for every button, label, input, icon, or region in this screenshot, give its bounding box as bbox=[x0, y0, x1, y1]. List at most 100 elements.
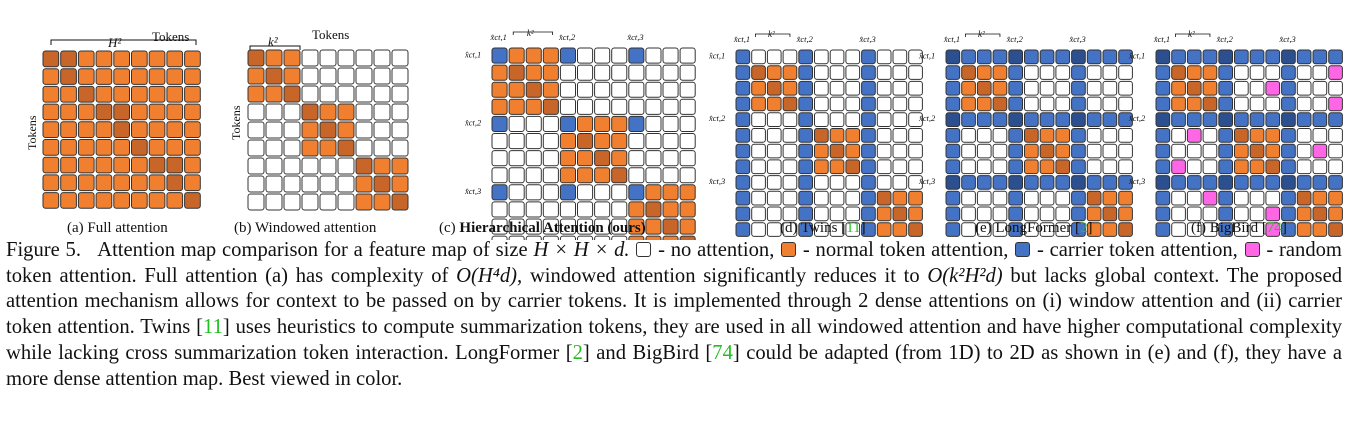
attention-cell bbox=[1202, 112, 1218, 128]
attention-cell bbox=[247, 121, 265, 139]
attention-cell bbox=[1155, 96, 1171, 112]
legend-swatch-normal bbox=[781, 242, 797, 257]
attention-cell bbox=[1155, 222, 1171, 237]
attention-cell bbox=[1055, 128, 1071, 143]
legend-carrier-text: - carrier token attention, bbox=[1036, 239, 1238, 261]
attention-cell bbox=[766, 112, 782, 128]
attention-cell bbox=[751, 206, 766, 222]
carrier-token-label: x̂ct,2 bbox=[708, 113, 726, 123]
attention-cell bbox=[766, 128, 782, 143]
attention-cell bbox=[1265, 222, 1281, 237]
attention-cell bbox=[95, 103, 113, 121]
attention-cell bbox=[1234, 96, 1249, 112]
attention-cell bbox=[961, 49, 976, 65]
attention-cell bbox=[751, 159, 766, 175]
attention-cell bbox=[1281, 175, 1296, 190]
attention-cell bbox=[829, 175, 845, 190]
attention-cell bbox=[1234, 190, 1249, 206]
attention-cell bbox=[1102, 112, 1118, 128]
attention-cell bbox=[373, 121, 391, 139]
citation-link[interactable]: 74 bbox=[712, 341, 733, 364]
attention-cell bbox=[77, 174, 95, 192]
attention-cell bbox=[1328, 128, 1343, 143]
attention-cell bbox=[645, 98, 662, 115]
attention-cell bbox=[577, 115, 594, 133]
attention-cell bbox=[1249, 190, 1265, 206]
attention-cell bbox=[148, 192, 166, 209]
attention-cell bbox=[861, 190, 876, 206]
attention-cell bbox=[861, 128, 876, 143]
attention-cell bbox=[976, 206, 992, 222]
citation-link[interactable]: 11 bbox=[846, 220, 860, 236]
citation-link[interactable]: 74 bbox=[1267, 220, 1283, 236]
attention-cell bbox=[355, 85, 373, 103]
attention-cell bbox=[131, 156, 148, 174]
attention-cell bbox=[491, 133, 508, 150]
attention-cell bbox=[166, 139, 184, 156]
attention-cell bbox=[373, 85, 391, 103]
attention-cell bbox=[976, 222, 992, 237]
attention-cell bbox=[319, 49, 337, 67]
attention-cell bbox=[391, 67, 409, 85]
attention-cell bbox=[845, 159, 861, 175]
attention-cell bbox=[992, 190, 1008, 206]
attention-cell bbox=[645, 64, 662, 81]
attention-cell bbox=[1071, 175, 1086, 190]
attention-cell bbox=[845, 49, 861, 65]
attention-cell bbox=[1086, 128, 1102, 143]
attention-cell bbox=[908, 65, 923, 80]
citation-link[interactable]: 11 bbox=[203, 316, 223, 339]
carrier-token-label: x̂ct,1 bbox=[708, 50, 725, 60]
attention-cell bbox=[876, 159, 892, 175]
attention-cell bbox=[1202, 80, 1218, 96]
attention-cell bbox=[945, 190, 961, 206]
attention-cell bbox=[373, 175, 391, 193]
attention-cell bbox=[662, 150, 679, 167]
attention-cell bbox=[735, 143, 751, 159]
attention-cell bbox=[662, 201, 679, 218]
attention-cell bbox=[559, 115, 577, 133]
attention-cell bbox=[1312, 159, 1328, 175]
attention-cell bbox=[42, 50, 60, 68]
attention-cell bbox=[148, 174, 166, 192]
attention-cell bbox=[1234, 49, 1249, 65]
attention-cell bbox=[945, 112, 961, 128]
attention-cell bbox=[265, 139, 283, 157]
attention-cell bbox=[751, 96, 766, 112]
attention-cell bbox=[976, 49, 992, 65]
attention-cell bbox=[1055, 65, 1071, 80]
attention-cell bbox=[508, 47, 525, 64]
attention-cell bbox=[1155, 206, 1171, 222]
attention-cell bbox=[1039, 112, 1055, 128]
attention-cell bbox=[491, 184, 508, 201]
attention-cell bbox=[337, 193, 355, 211]
attention-cell bbox=[525, 184, 542, 201]
carrier-token-label: x̂ct,2 bbox=[918, 113, 936, 123]
attention-cell bbox=[559, 81, 577, 98]
attention-cell bbox=[1055, 112, 1071, 128]
attention-cell bbox=[95, 85, 113, 103]
attention-cell bbox=[542, 150, 559, 167]
attention-cell bbox=[735, 128, 751, 143]
attention-cell bbox=[782, 222, 798, 237]
attention-cell bbox=[525, 133, 542, 150]
attention-cell bbox=[876, 222, 892, 237]
legend-swatch-carrier bbox=[1015, 242, 1031, 257]
attention-cell bbox=[265, 67, 283, 85]
attention-cell bbox=[662, 167, 679, 184]
citation-link[interactable]: 2 bbox=[1080, 220, 1088, 236]
attention-cell bbox=[861, 49, 876, 65]
attention-cell bbox=[337, 121, 355, 139]
attention-cell bbox=[945, 80, 961, 96]
attention-cell bbox=[798, 128, 813, 143]
attention-cell bbox=[283, 85, 301, 103]
attention-cell bbox=[319, 157, 337, 175]
attention-cell bbox=[1008, 222, 1023, 237]
citation-link[interactable]: 2 bbox=[572, 341, 583, 364]
attention-cell bbox=[645, 115, 662, 133]
attention-cell bbox=[1008, 143, 1023, 159]
attention-cell bbox=[961, 96, 976, 112]
attention-cell bbox=[945, 96, 961, 112]
attention-cell bbox=[735, 80, 751, 96]
attention-cell bbox=[1102, 128, 1118, 143]
